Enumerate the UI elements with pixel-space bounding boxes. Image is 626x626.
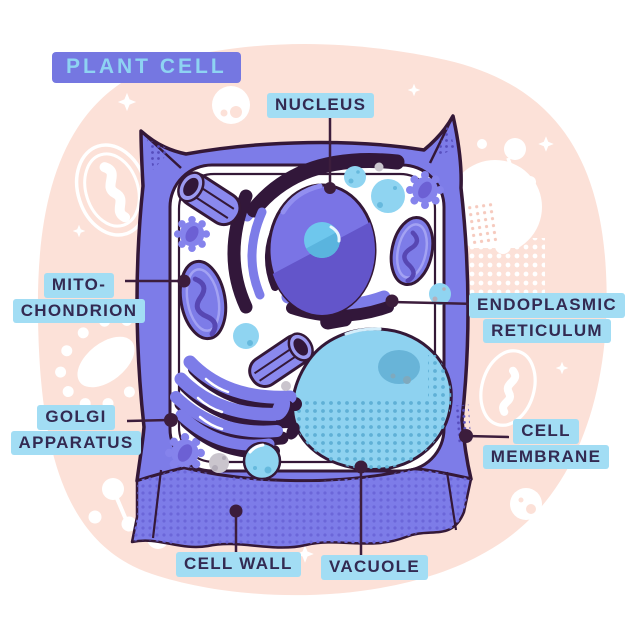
label-cell-membrane: CELL MEMBRANE bbox=[482, 419, 610, 470]
label-er-line: RETICULUM bbox=[483, 318, 611, 344]
golgi-apparatus-leader-line bbox=[126, 418, 170, 423]
golgi-apparatus-illustration bbox=[170, 355, 302, 459]
label-nucleus-line: NUCLEUS bbox=[267, 93, 375, 118]
cell-membrane-leader-line bbox=[466, 434, 510, 439]
label-mitochondrion-line: CHONDRION bbox=[12, 298, 146, 324]
lysosome-spiky-organelle bbox=[165, 171, 444, 473]
endoplasmic-reticulum-illustration bbox=[227, 153, 405, 330]
mitochondrion-illustration bbox=[178, 259, 228, 341]
label-golgi-line: APPARATUS bbox=[10, 430, 142, 456]
bubble-icon bbox=[212, 86, 250, 124]
mitochondrion-outline-icon bbox=[479, 349, 537, 427]
centriole-tube-organelle bbox=[248, 332, 314, 388]
nucleus-illustration bbox=[267, 183, 377, 317]
label-er-line: ENDOPLASMIC bbox=[469, 293, 625, 318]
halftone-patch bbox=[465, 201, 501, 245]
label-nucleus: NUCLEUS bbox=[267, 93, 375, 118]
endoplasmic-reticulum-leader-line bbox=[391, 300, 479, 306]
label-golgi-line: GOLGI bbox=[37, 405, 115, 430]
gray-granule bbox=[209, 453, 229, 473]
label-mitochondrion: MITO- CHONDRION bbox=[12, 273, 146, 324]
bubble-icon bbox=[510, 488, 542, 520]
gray-granule bbox=[281, 381, 291, 391]
sparkle-icon bbox=[72, 83, 569, 563]
label-endoplasmic-reticulum: ENDOPLASMIC RETICULUM bbox=[469, 293, 625, 344]
label-golgi-apparatus: GOLGI APPARATUS bbox=[9, 405, 143, 456]
vesicle bbox=[233, 323, 259, 349]
label-cell-wall-line: CELL WALL bbox=[176, 552, 301, 577]
label-vacuole: VACUOLE bbox=[321, 555, 428, 580]
vesicle-dot bbox=[247, 340, 253, 346]
leader-lines bbox=[125, 117, 510, 555]
vesicle bbox=[242, 441, 282, 481]
label-cell-membrane-line: MEMBRANE bbox=[482, 444, 610, 470]
page-title: PLANT CELL bbox=[52, 52, 241, 83]
page-title-text: PLANT CELL bbox=[52, 52, 241, 83]
label-cell-membrane-line: CELL bbox=[513, 419, 579, 444]
vesicle bbox=[344, 162, 451, 305]
cell-wall-bottom-band bbox=[130, 466, 473, 549]
mitochondrion-illustration bbox=[389, 215, 435, 287]
centriole-tube-organelle bbox=[177, 171, 242, 227]
label-cell-wall: CELL WALL bbox=[176, 552, 301, 577]
label-vacuole-line: VACUOLE bbox=[321, 555, 428, 580]
label-mitochondrion-line: MITO- bbox=[43, 273, 115, 298]
